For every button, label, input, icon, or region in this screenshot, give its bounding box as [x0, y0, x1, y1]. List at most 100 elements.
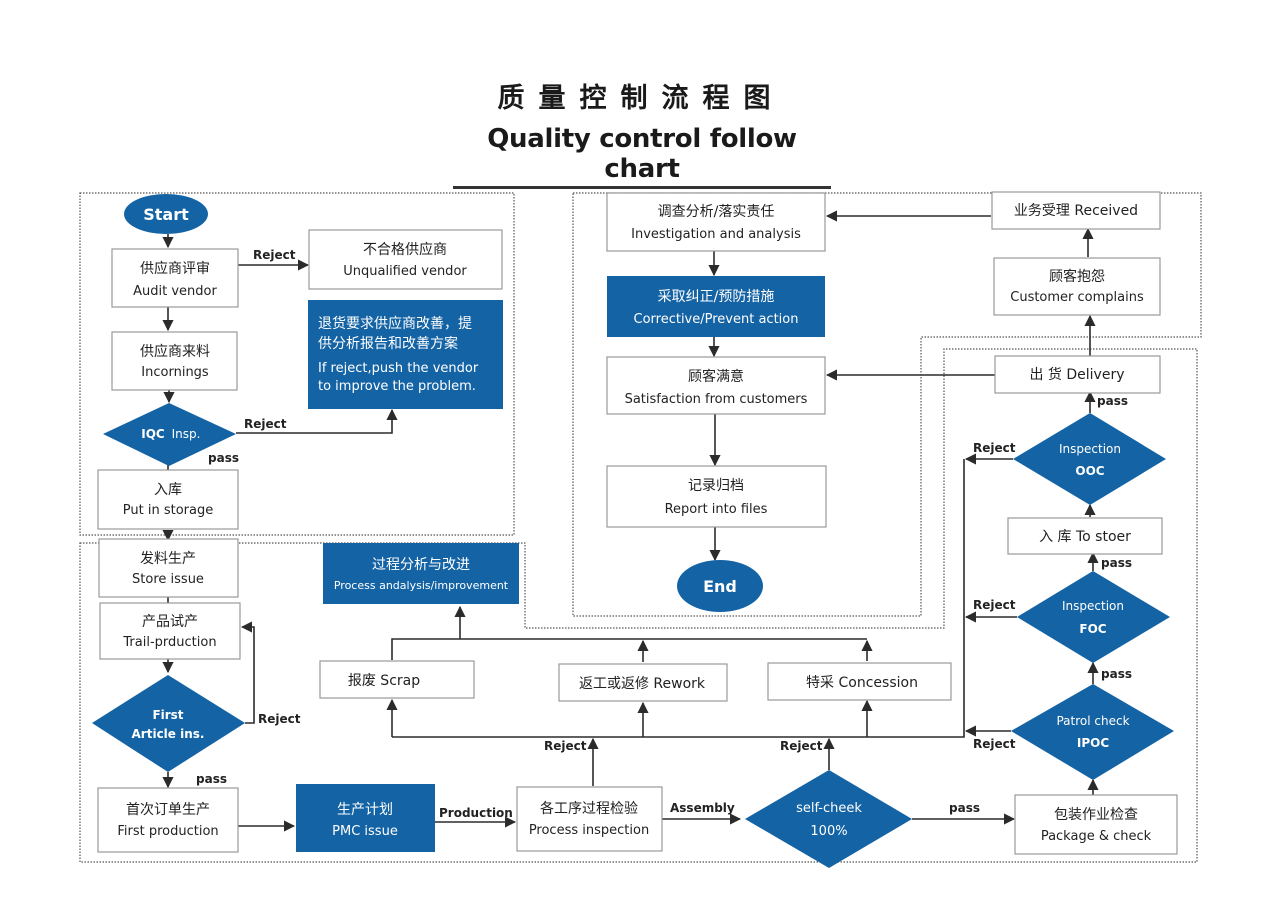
node-ipoc[interactable]: Patrol check IPOC: [1011, 684, 1174, 780]
audit-vendor-en: Audit vendor: [133, 284, 217, 299]
foc-label1: Inspection: [1062, 599, 1124, 613]
unqualified-vendor-en: Unqualified vendor: [343, 264, 467, 279]
vendor-improve-cn2: 供分析报告和改善方案: [318, 335, 458, 352]
concession-label: 特采 Concession: [806, 675, 918, 691]
node-concession[interactable]: 特采 Concession: [767, 662, 952, 701]
node-self-check[interactable]: self-cheek 100%: [745, 770, 912, 868]
label-reject-process: Reject: [544, 739, 587, 753]
pmc-issue-cn: 生产计划: [337, 802, 393, 818]
start-label: Start: [143, 205, 189, 224]
to-store-label: 入 库 To stoer: [1039, 529, 1131, 545]
ipoc-label2: IPOC: [1077, 736, 1109, 750]
node-foc[interactable]: Inspection FOC: [1017, 571, 1170, 663]
region-incoming: [79, 192, 515, 536]
connectors: [162, 210, 1099, 832]
label-pass-foc: pass: [1101, 556, 1132, 570]
ooc-label2: OOC: [1075, 464, 1104, 478]
node-vendor-improve[interactable]: 退货要求供应商改善，提 供分析报告和改善方案 If reject,push th…: [308, 300, 503, 409]
label-reject-audit: Reject: [253, 248, 296, 262]
chart-title-cn: 质量控制流程图: [497, 83, 785, 114]
audit-vendor-cn: 供应商评审: [140, 260, 210, 277]
region-customer: [572, 192, 1202, 617]
label-pass-self-check: pass: [949, 801, 980, 815]
ipoc-label1: Patrol check: [1056, 714, 1129, 728]
investigation-en: Investigation and analysis: [631, 227, 801, 242]
self-check-label1: self-cheek: [796, 801, 862, 816]
first-article-label1: First: [152, 708, 183, 722]
label-pass-first-article: pass: [196, 772, 227, 786]
node-investigation[interactable]: 调查分析/落实责任 Investigation and analysis: [606, 192, 826, 252]
edge-labels: Reject Reject pass Reject pass Productio…: [196, 248, 1132, 820]
put-in-storage-en: Put in storage: [123, 503, 213, 518]
ooc-label1: Inspection: [1059, 442, 1121, 456]
received-label: 业务受理 Received: [1014, 203, 1138, 219]
node-process-analysis[interactable]: 过程分析与改进 Process andalysis/improvement: [323, 543, 519, 604]
process-inspection-cn: 各工序过程检验: [540, 801, 638, 817]
rework-label: 返工或返修 Rework: [579, 676, 706, 692]
node-satisfaction[interactable]: 顾客满意 Satisfaction from customers: [606, 356, 826, 415]
trail-production-cn: 产品试产: [142, 614, 198, 630]
node-end[interactable]: End: [677, 560, 763, 612]
node-package-check[interactable]: 包装作业检查 Package & check: [1014, 794, 1178, 855]
chart-title-en: Quality control follow chart: [453, 124, 831, 189]
corrective-en: Corrective/Prevent action: [634, 312, 799, 327]
node-start[interactable]: Start: [124, 194, 208, 234]
trail-production-en: Trail-prduction: [122, 635, 216, 650]
delivery-label: 出 货 Delivery: [1029, 366, 1124, 383]
first-article-label2: Article ins.: [132, 727, 205, 741]
incomings-cn: 供应商来料: [140, 343, 210, 360]
node-process-inspection[interactable]: 各工序过程检验 Process inspection: [516, 786, 663, 852]
node-first-production[interactable]: 首次订单生产 First production: [97, 787, 239, 853]
label-reject-iqc: Reject: [244, 417, 287, 431]
label-pass-ipoc: pass: [1101, 667, 1132, 681]
node-store-issue[interactable]: 发料生产 Store issue: [98, 538, 239, 598]
label-reject-ooc: Reject: [973, 441, 1016, 455]
label-assembly: Assembly: [670, 801, 735, 815]
node-ooc[interactable]: Inspection OOC: [1013, 413, 1166, 505]
unqualified-vendor-cn: 不合格供应商: [363, 241, 447, 258]
vendor-improve-cn1: 退货要求供应商改善，提: [318, 315, 472, 332]
vendor-improve-en2: to improve the problem.: [318, 379, 476, 394]
label-reject-self-check: Reject: [780, 739, 823, 753]
label-production: Production: [439, 806, 513, 820]
store-issue-cn: 发料生产: [140, 551, 196, 567]
node-pmc-issue[interactable]: 生产计划 PMC issue: [296, 784, 435, 852]
corrective-cn: 采取纠正/预防措施: [658, 289, 775, 305]
node-audit-vendor[interactable]: 供应商评审 Audit vendor: [111, 248, 239, 308]
node-corrective-action[interactable]: 采取纠正/预防措施 Corrective/Prevent action: [607, 276, 825, 337]
label-reject-ipoc: Reject: [973, 737, 1016, 751]
investigation-cn: 调查分析/落实责任: [658, 204, 775, 220]
node-iqc-inspection[interactable]: IQC Insp.: [103, 403, 236, 466]
package-check-cn: 包装作业检查: [1054, 807, 1138, 823]
iqc-label1: IQC: [141, 427, 165, 441]
node-first-article-inspection[interactable]: First Article ins.: [92, 675, 245, 772]
node-received[interactable]: 业务受理 Received: [991, 191, 1161, 230]
foc-label2: FOC: [1079, 622, 1106, 636]
process-inspection-en: Process inspection: [529, 823, 649, 838]
pmc-issue-en: PMC issue: [332, 824, 398, 839]
satisfaction-cn: 顾客满意: [688, 368, 744, 385]
label-reject-first-article: Reject: [258, 712, 301, 726]
node-delivery[interactable]: 出 货 Delivery: [994, 355, 1161, 394]
node-rework[interactable]: 返工或返修 Rework: [558, 663, 728, 702]
node-put-in-storage[interactable]: 入库 Put in storage: [97, 469, 239, 530]
node-trail-production[interactable]: 产品试产 Trail-prduction: [99, 602, 241, 660]
process-analysis-en: Process andalysis/improvement: [334, 579, 509, 592]
node-customer-complains[interactable]: 顾客抱怨 Customer complains: [993, 257, 1161, 316]
report-files-cn: 记录归档: [688, 477, 744, 494]
store-issue-en: Store issue: [132, 572, 204, 587]
iqc-label2: Insp.: [172, 427, 201, 441]
node-to-store[interactable]: 入 库 To stoer: [1007, 517, 1163, 555]
self-check-label2: 100%: [810, 824, 847, 839]
node-report-into-files[interactable]: 记录归档 Report into files: [606, 465, 827, 528]
node-scrap[interactable]: 报废 Scrap: [319, 660, 475, 699]
region-production: [79, 348, 1198, 863]
customer-complains-en: Customer complains: [1010, 290, 1144, 305]
end-label: End: [703, 577, 737, 596]
node-unqualified-vendor[interactable]: 不合格供应商 Unqualified vendor: [308, 229, 503, 290]
report-files-en: Report into files: [665, 502, 768, 517]
label-pass-iqc: pass: [208, 451, 239, 465]
node-incomings[interactable]: 供应商来料 Incornings: [111, 331, 238, 391]
incomings-en: Incornings: [141, 365, 209, 380]
